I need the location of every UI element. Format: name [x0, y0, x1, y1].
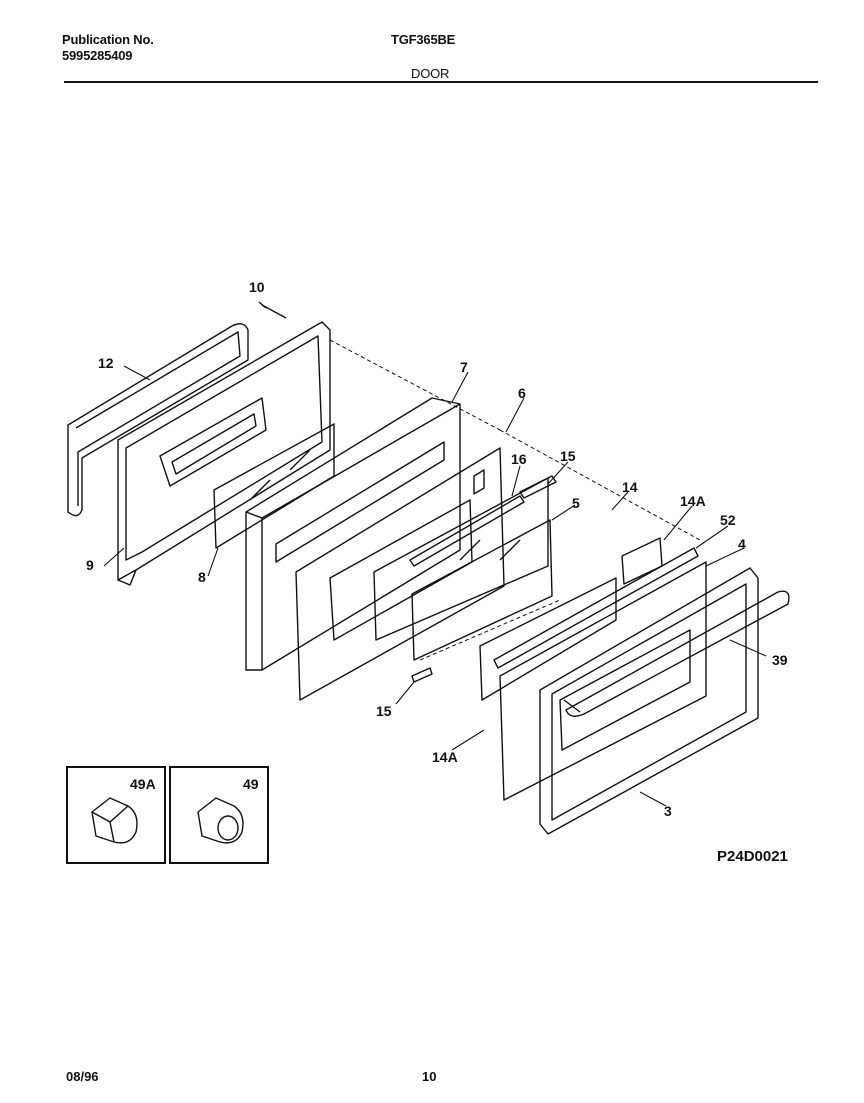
- publication-number: 5995285409: [62, 48, 133, 63]
- callout-8: 8: [198, 569, 206, 585]
- callout-39: 39: [772, 652, 788, 668]
- callout-7: 7: [460, 359, 468, 375]
- callout-4: 4: [738, 536, 746, 552]
- door-handle: [563, 590, 790, 717]
- callout-14a-top: 14A: [680, 493, 706, 509]
- section-title: DOOR: [411, 66, 450, 81]
- outer-glass: [499, 561, 707, 801]
- header-rule: [64, 81, 818, 83]
- middle-glass: [373, 477, 553, 661]
- glass-bracket: [409, 495, 525, 567]
- channel: [493, 547, 699, 669]
- insulation-block: [245, 397, 461, 671]
- inner-glass: [213, 423, 335, 549]
- glass-retainer-frame: [295, 447, 505, 701]
- callout-5: 5: [572, 495, 580, 511]
- bottom-clip: [411, 667, 433, 683]
- callout-52: 52: [720, 512, 736, 528]
- publication-label: Publication No.: [62, 32, 154, 47]
- knob-49-icon: [197, 797, 244, 844]
- callout-9: 9: [86, 557, 94, 573]
- callout-10: 10: [249, 279, 265, 295]
- callout-16: 16: [511, 451, 527, 467]
- door-gasket: [67, 323, 249, 517]
- callout-15-top: 15: [560, 448, 576, 464]
- inset-label-49: 49: [243, 776, 259, 792]
- inner-door-liner: [117, 321, 331, 586]
- top-clip: [519, 475, 557, 499]
- callout-3: 3: [664, 803, 672, 819]
- screw: [258, 301, 287, 319]
- callout-12: 12: [98, 355, 114, 371]
- figure-code: P24D0021: [717, 848, 788, 865]
- inset-49: 49: [169, 766, 269, 864]
- callout-14a-bottom: 14A: [432, 749, 458, 765]
- callout-15-bottom: 15: [376, 703, 392, 719]
- model-number: TGF365BE: [391, 32, 456, 47]
- footer-date: 08/96: [66, 1069, 99, 1084]
- outer-door-frame: [539, 567, 759, 835]
- knob-49a-icon: [91, 797, 138, 844]
- callout-6: 6: [518, 385, 526, 401]
- footer-page-number: 10: [422, 1069, 437, 1084]
- insulation-sheet: [479, 577, 617, 701]
- inset-49a: 49A: [66, 766, 166, 864]
- inset-label-49a: 49A: [130, 776, 156, 792]
- callout-14: 14: [622, 479, 638, 495]
